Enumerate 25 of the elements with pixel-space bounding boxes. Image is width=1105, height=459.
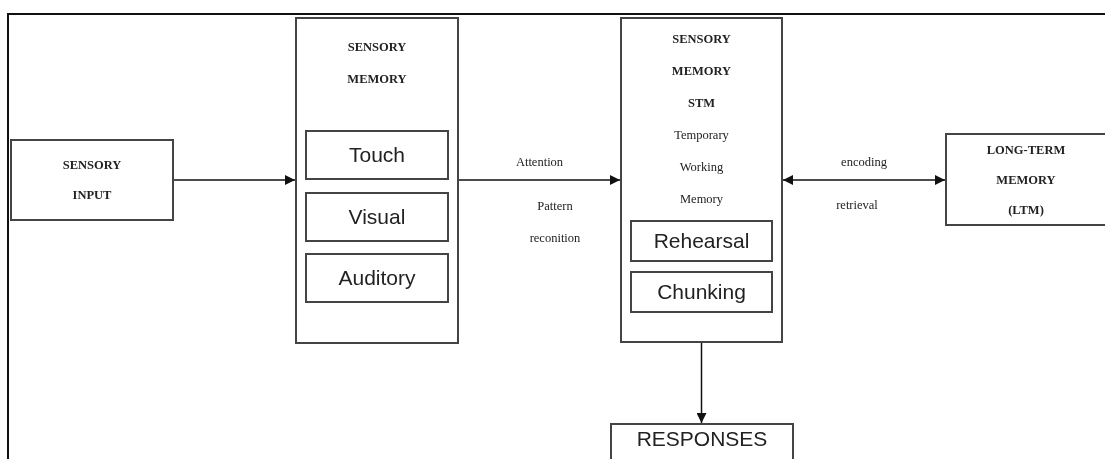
process-box [305, 130, 449, 180]
arrow [458, 175, 621, 185]
arrow [696, 342, 707, 424]
box-label: Chunking [657, 280, 746, 304]
memory-stage-box [295, 17, 459, 344]
process-box [945, 133, 1105, 226]
box-label: Visual [348, 205, 406, 229]
box-label: Rehearsal [653, 229, 750, 253]
box-label: Temporary Working Memory [673, 127, 730, 208]
box-heading: SENSORY MEMORY [346, 39, 408, 88]
memory-stage-box [620, 17, 783, 343]
arrow [782, 175, 946, 185]
box-label: RESPONSES [636, 427, 768, 451]
box-label: SENSORY INPUT [61, 157, 123, 204]
box-label: Touch [348, 143, 405, 167]
process-box [305, 192, 449, 242]
process-box [10, 139, 174, 221]
box-heading: SENSORY MEMORY STM [670, 31, 733, 112]
process-box [305, 253, 449, 303]
process-box [610, 423, 794, 459]
box-label: LONG-TERM MEMORY (LTM) [985, 141, 1067, 219]
process-box [630, 271, 773, 313]
arrow [173, 175, 296, 185]
box-label: Auditory [338, 266, 416, 290]
process-box [630, 220, 773, 262]
